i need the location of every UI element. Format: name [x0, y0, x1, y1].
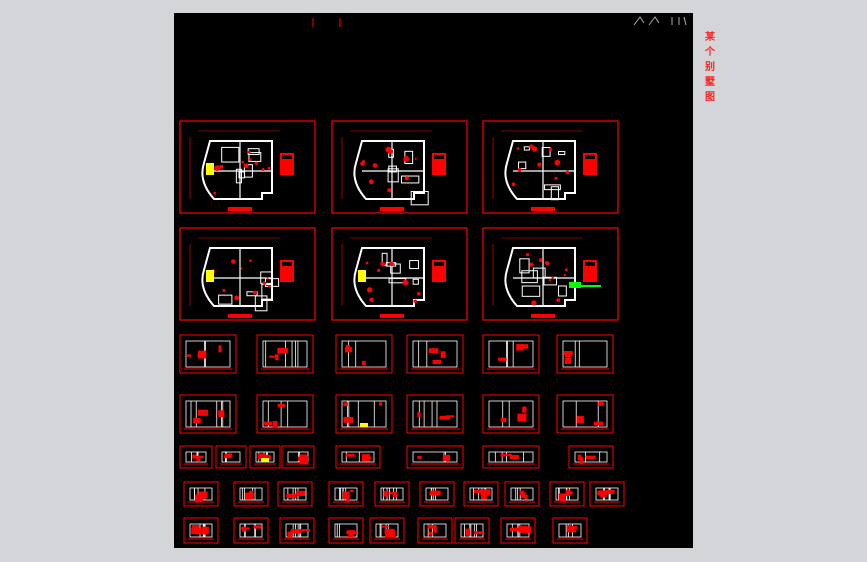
cad-drawing-canvas[interactable]: 某个别墅图	[174, 13, 715, 548]
elevation-sheet-23[interactable]	[277, 481, 313, 507]
elevation-sheet-27[interactable]	[463, 481, 499, 507]
elevation-sheet-20[interactable]	[568, 445, 614, 469]
elevation-sheet-9[interactable]	[335, 394, 393, 434]
elevation-sheet-33[interactable]	[279, 517, 315, 544]
elevation-sheet-38[interactable]	[500, 517, 536, 544]
corner-marks	[633, 16, 687, 26]
elevation-sheet-37[interactable]	[454, 517, 490, 544]
elevation-sheet-17[interactable]	[335, 445, 381, 469]
elevation-sheets	[179, 334, 625, 544]
elevation-sheet-3[interactable]	[335, 334, 393, 374]
elevation-sheet-8[interactable]	[256, 394, 314, 434]
elevation-sheet-30[interactable]	[589, 481, 625, 507]
floor-plan-sheet-5[interactable]	[331, 227, 468, 321]
elevation-sheet-34[interactable]	[328, 517, 364, 544]
elevation-sheet-21[interactable]	[183, 481, 219, 507]
elevation-sheet-13[interactable]	[179, 445, 213, 469]
elevation-sheet-35[interactable]	[369, 517, 405, 544]
elevation-sheet-32[interactable]	[233, 517, 269, 544]
elevation-sheet-1[interactable]	[179, 334, 237, 374]
elevation-sheet-22[interactable]	[233, 481, 269, 507]
floor-plan-sheets	[179, 120, 619, 321]
elevation-sheet-25[interactable]	[374, 481, 410, 507]
elevation-sheet-12[interactable]	[556, 394, 614, 434]
elevation-sheet-7[interactable]	[179, 394, 237, 434]
elevation-sheet-29[interactable]	[549, 481, 585, 507]
elevation-sheet-6[interactable]	[556, 334, 614, 374]
floor-plan-sheet-2[interactable]	[331, 120, 468, 214]
floor-plan-sheet-1[interactable]	[179, 120, 316, 214]
elevation-sheet-5[interactable]	[482, 334, 540, 374]
floor-plan-sheet-3[interactable]	[482, 120, 619, 214]
elevation-sheet-19[interactable]	[482, 445, 540, 469]
elevation-sheet-24[interactable]	[328, 481, 364, 507]
cad-drawing-sheet	[179, 16, 687, 544]
elevation-sheet-18[interactable]	[406, 445, 464, 469]
floor-plan-sheet-6[interactable]	[482, 227, 619, 321]
elevation-sheet-16[interactable]	[281, 445, 315, 469]
elevation-sheet-14[interactable]	[215, 445, 247, 469]
elevation-sheet-11[interactable]	[482, 394, 540, 434]
elevation-sheet-36[interactable]	[417, 517, 453, 544]
drawing-title: 某个别墅图	[705, 32, 716, 103]
elevation-sheet-4[interactable]	[406, 334, 464, 374]
elevation-sheet-26[interactable]	[419, 481, 455, 507]
elevation-sheet-39[interactable]	[552, 517, 588, 544]
elevation-sheet-31[interactable]	[183, 517, 219, 544]
floor-plan-sheet-4[interactable]	[179, 227, 316, 321]
elevation-sheet-15[interactable]	[249, 445, 281, 469]
top-marks	[312, 18, 341, 27]
elevation-sheet-28[interactable]	[504, 481, 540, 507]
elevation-sheet-10[interactable]	[406, 394, 464, 434]
elevation-sheet-2[interactable]	[256, 334, 314, 374]
